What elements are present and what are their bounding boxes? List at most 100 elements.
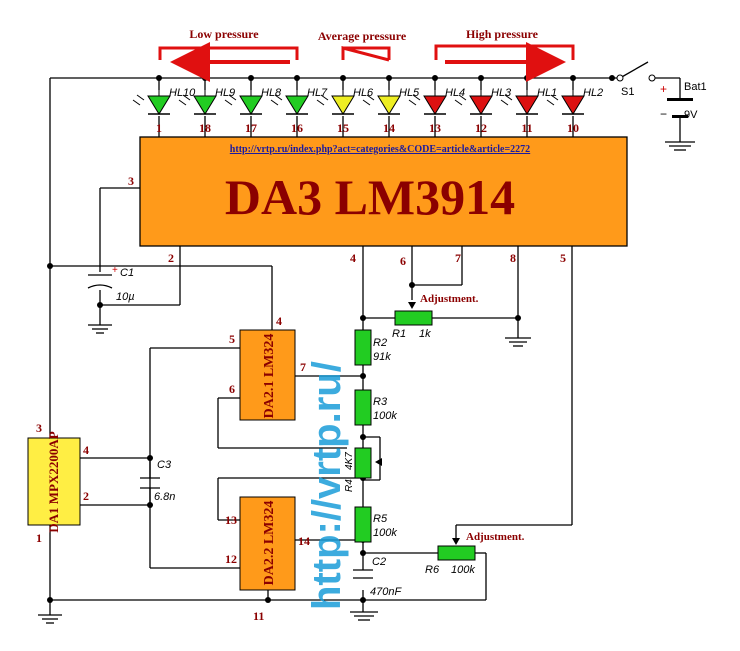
led-ref-label: HL10	[169, 87, 196, 99]
led-pin-number: 10	[567, 121, 579, 135]
led-body	[331, 95, 355, 115]
opamp1-pin-5: 5	[229, 332, 235, 346]
chip-pin-labels: 3 2 4 6 7 8 5	[128, 174, 566, 268]
led-pin-number: 18	[199, 121, 211, 135]
opamp1-pin-7: 7	[300, 360, 306, 374]
r6-wiper	[452, 538, 460, 545]
c2-value: 470nF	[370, 586, 402, 598]
led-light-ray	[550, 94, 559, 101]
led-light-ray	[504, 94, 513, 101]
r3-value: 100k	[373, 410, 397, 422]
led-light-ray	[366, 94, 375, 101]
battery-plate-long	[667, 98, 693, 101]
led-light-ray	[178, 99, 187, 106]
r4-value: 4K7	[344, 452, 355, 470]
pin-3: 3	[128, 174, 134, 188]
r5-resistor	[354, 506, 372, 543]
sensor-pin-2: 2	[83, 489, 89, 503]
led-body	[515, 95, 539, 115]
led-body	[423, 95, 447, 115]
opamp2-pin-14: 14	[298, 534, 310, 548]
led-light-ray	[224, 99, 233, 106]
opamp1-chip	[239, 329, 296, 421]
switch-ref: S1	[621, 86, 634, 98]
led-ref-label: HL2	[583, 87, 603, 99]
r2-value: 91k	[373, 351, 391, 363]
led-light-ray	[132, 99, 141, 106]
pin-2: 2	[168, 251, 174, 265]
pin-6: 6	[400, 254, 406, 268]
opamp1-pin-4: 4	[276, 314, 282, 328]
r1-wiper	[408, 302, 416, 309]
wires	[38, 61, 695, 624]
pin-5: 5	[560, 251, 566, 265]
r1-ref: R1	[392, 328, 406, 340]
opamp2-pin-12: 12	[225, 552, 237, 566]
r4-wiper	[375, 458, 382, 466]
led-pin-number: 11	[521, 121, 532, 135]
sensor-name: DA1 MPX2200AP	[46, 431, 61, 533]
led-light-ray	[320, 94, 329, 101]
opamp1-name: DA2.1 LM324	[262, 334, 277, 419]
led-light-ray	[362, 99, 371, 106]
c1-value: 10µ	[116, 291, 135, 303]
r6-ref: R6	[425, 564, 440, 576]
pin-4: 4	[350, 251, 356, 265]
led-light-ray	[412, 94, 421, 101]
r1-value: 1k	[419, 328, 431, 340]
c1-plus: +	[112, 265, 118, 276]
opamp2-pin-11: 11	[253, 609, 264, 623]
led-pin-number: 13	[429, 121, 441, 135]
sensor-pin-3: 3	[36, 421, 42, 435]
c3-ref: C3	[157, 459, 172, 471]
pin-7: 7	[455, 251, 461, 265]
r2-resistor	[354, 329, 372, 366]
opamp2-chip	[239, 496, 296, 591]
led-row: HL101HL918HL817HL716HL615HL514HL413HL312…	[132, 87, 603, 135]
led-pin-number: 15	[337, 121, 349, 135]
led-body	[561, 95, 585, 115]
c3-value: 6.8n	[154, 491, 175, 503]
r2-ref: R2	[373, 337, 387, 349]
battery-plus: +	[660, 82, 667, 96]
sensor-chip	[27, 437, 81, 526]
r3-resistor	[354, 389, 372, 426]
opamp1-pin-6: 6	[229, 382, 235, 396]
chip-name: DA3 LM3914	[225, 169, 515, 225]
r3-ref: R3	[373, 396, 388, 408]
lm3914-chip	[139, 136, 628, 247]
average-bracket	[341, 46, 391, 60]
junctions	[47, 74, 656, 603]
led-light-ray	[274, 94, 283, 101]
c1-ref: C1	[120, 267, 134, 279]
r6-note: Adjustment.	[466, 531, 525, 543]
led-light-ray	[316, 99, 325, 106]
led-body	[285, 95, 309, 115]
led-light-ray	[270, 99, 279, 106]
led-light-ray	[500, 99, 509, 106]
watermark: http://vrtp.ru/	[305, 361, 349, 610]
c2-ref: C2	[372, 556, 386, 568]
led-body	[193, 95, 217, 115]
low-pressure-label: Low pressure	[189, 27, 259, 41]
battery-plate-short	[672, 115, 688, 118]
r5-ref: R5	[373, 513, 388, 525]
led-pin-number: 16	[291, 121, 303, 135]
led-body	[469, 95, 493, 115]
led-light-ray	[408, 99, 417, 106]
battery-minus: −	[660, 107, 667, 121]
r5-value: 100k	[373, 527, 397, 539]
battery-ref: Bat1	[684, 81, 707, 93]
chip-url: http://vrtp.ru/index.php?act=categories&…	[230, 144, 530, 155]
opamp2-pin-13: 13	[225, 513, 237, 527]
r4-ref: R4	[344, 479, 355, 492]
led-pin-number: 14	[383, 121, 395, 135]
r6-value: 100k	[451, 564, 475, 576]
r1-note: Adjustment.	[420, 293, 479, 305]
led-body	[147, 95, 171, 115]
